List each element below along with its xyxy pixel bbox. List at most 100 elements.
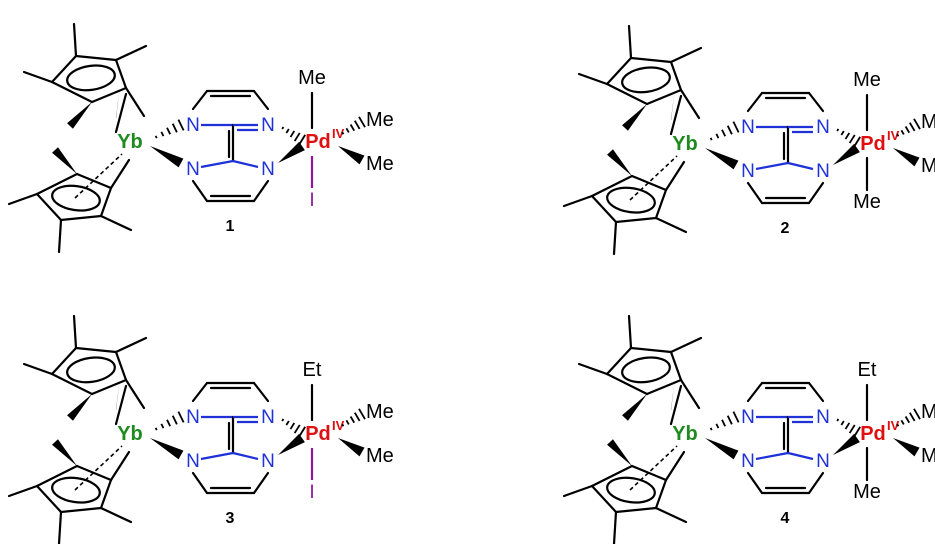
ring-bond xyxy=(75,464,113,482)
ring-bond xyxy=(605,346,633,376)
n-pd-hashed-bond xyxy=(836,128,861,148)
nitrogen-atom: N xyxy=(816,451,830,472)
compound-number: 2 xyxy=(781,220,790,237)
ring-bond xyxy=(807,181,825,205)
nitrogen-atom: N xyxy=(261,407,275,428)
methyl-bond xyxy=(99,214,133,232)
yb-n-wedge-bond xyxy=(705,438,739,460)
pd-me-hashed-bond xyxy=(896,408,921,427)
yb-n-wedge-bond xyxy=(150,146,184,168)
nitrogen-atom: N xyxy=(261,159,275,180)
ring-bond xyxy=(74,54,118,62)
methyl-group: Me xyxy=(366,445,394,467)
cp-yb-wedge xyxy=(115,86,120,119)
compound-number: 4 xyxy=(781,510,790,527)
methyl-bond xyxy=(99,506,133,524)
aromatic-circle xyxy=(66,356,116,384)
ring-bond xyxy=(252,89,270,111)
ring-bond xyxy=(746,471,764,495)
ring-bond xyxy=(114,350,128,382)
cp-yb-wedge xyxy=(670,378,675,411)
cp-yb-dashed xyxy=(74,153,123,199)
n-pd-hashed-bond xyxy=(836,418,861,438)
ring-bond xyxy=(787,161,814,171)
ring-bond xyxy=(787,451,814,461)
methyl-bond xyxy=(627,24,633,60)
methyl-group: Me xyxy=(298,67,326,89)
nitrogen-atom: N xyxy=(261,451,275,472)
methyl-bond xyxy=(114,44,148,62)
ring-bond xyxy=(605,56,633,86)
methyl-wedge xyxy=(622,394,647,421)
ring-bond xyxy=(746,181,764,205)
ring-bond xyxy=(90,378,128,396)
nitrogen-atom: N xyxy=(741,161,755,182)
ring-bond xyxy=(191,179,209,203)
ring-bond xyxy=(669,60,683,92)
methyl-bond xyxy=(109,158,131,190)
cp-yb-bond xyxy=(114,384,128,426)
palladium-atom: Pd xyxy=(860,133,886,155)
methyl-bond xyxy=(114,336,148,354)
n-pd-hashed-bond xyxy=(281,126,306,146)
oxidation-state: IV xyxy=(887,418,900,433)
methyl-bond xyxy=(562,484,594,498)
ring-bond xyxy=(232,451,259,461)
compound-number: 3 xyxy=(226,510,235,527)
cp-yb-wedge xyxy=(115,378,120,411)
yb-n-wedge-bond xyxy=(150,438,184,460)
methyl-bond xyxy=(664,450,686,482)
methyl-group: Me xyxy=(853,69,881,91)
methyl-bond xyxy=(72,22,78,58)
oxidation-state: IV xyxy=(332,418,345,433)
methyl-wedge xyxy=(52,439,77,466)
cp-star-ligand xyxy=(22,22,148,129)
methyl-bond xyxy=(612,220,618,256)
ring-bond xyxy=(50,346,78,376)
compound-4: YbNNNNPdIVEtMeMeMe4 xyxy=(562,314,935,544)
aromatic-circle xyxy=(51,476,101,504)
ring-bond xyxy=(59,214,103,222)
cp-yb-bond xyxy=(669,384,683,426)
ring-bond xyxy=(50,372,94,396)
cp-star-ligand xyxy=(562,439,688,544)
ring-bond xyxy=(200,451,234,461)
methyl-wedge xyxy=(607,439,632,466)
oxidation-state: IV xyxy=(332,126,345,141)
methyl-group: Me xyxy=(921,111,935,133)
cp-star-ligand xyxy=(7,439,133,544)
ring-bond xyxy=(191,471,209,495)
ytterbium-atom: Yb xyxy=(672,133,698,155)
ring-bond xyxy=(755,451,789,461)
ethyl-group: Et xyxy=(858,359,877,381)
nitrogen-atom: N xyxy=(186,407,200,428)
methyl-bond xyxy=(612,510,618,544)
aromatic-circle xyxy=(621,66,671,94)
methyl-group: Me xyxy=(853,481,881,503)
pd-me-wedge-bond xyxy=(338,438,365,457)
yb-n-hashed-bond xyxy=(154,119,185,139)
cp-star-ligand xyxy=(22,314,148,421)
ring-bond xyxy=(114,58,128,90)
methyl-bond xyxy=(109,450,131,482)
ring-bond xyxy=(99,186,113,218)
nitrogen-atom: N xyxy=(741,407,755,428)
ring-bond xyxy=(645,378,683,396)
methyl-bond xyxy=(577,72,609,86)
aromatic-circle xyxy=(606,476,656,504)
methyl-bond xyxy=(679,378,701,410)
compound-number: 1 xyxy=(226,218,235,235)
pd-me-hashed-bond xyxy=(341,116,366,135)
ring-bond xyxy=(74,346,118,354)
methyl-bond xyxy=(72,314,78,350)
nitrogen-atom: N xyxy=(261,115,275,136)
yb-n-hashed-bond xyxy=(154,411,185,431)
methyl-group: Me xyxy=(921,445,935,467)
ring-bond xyxy=(50,54,78,84)
methyl-bond xyxy=(669,46,703,64)
methyl-bond xyxy=(577,362,609,376)
pd-me-hashed-bond xyxy=(341,408,366,427)
